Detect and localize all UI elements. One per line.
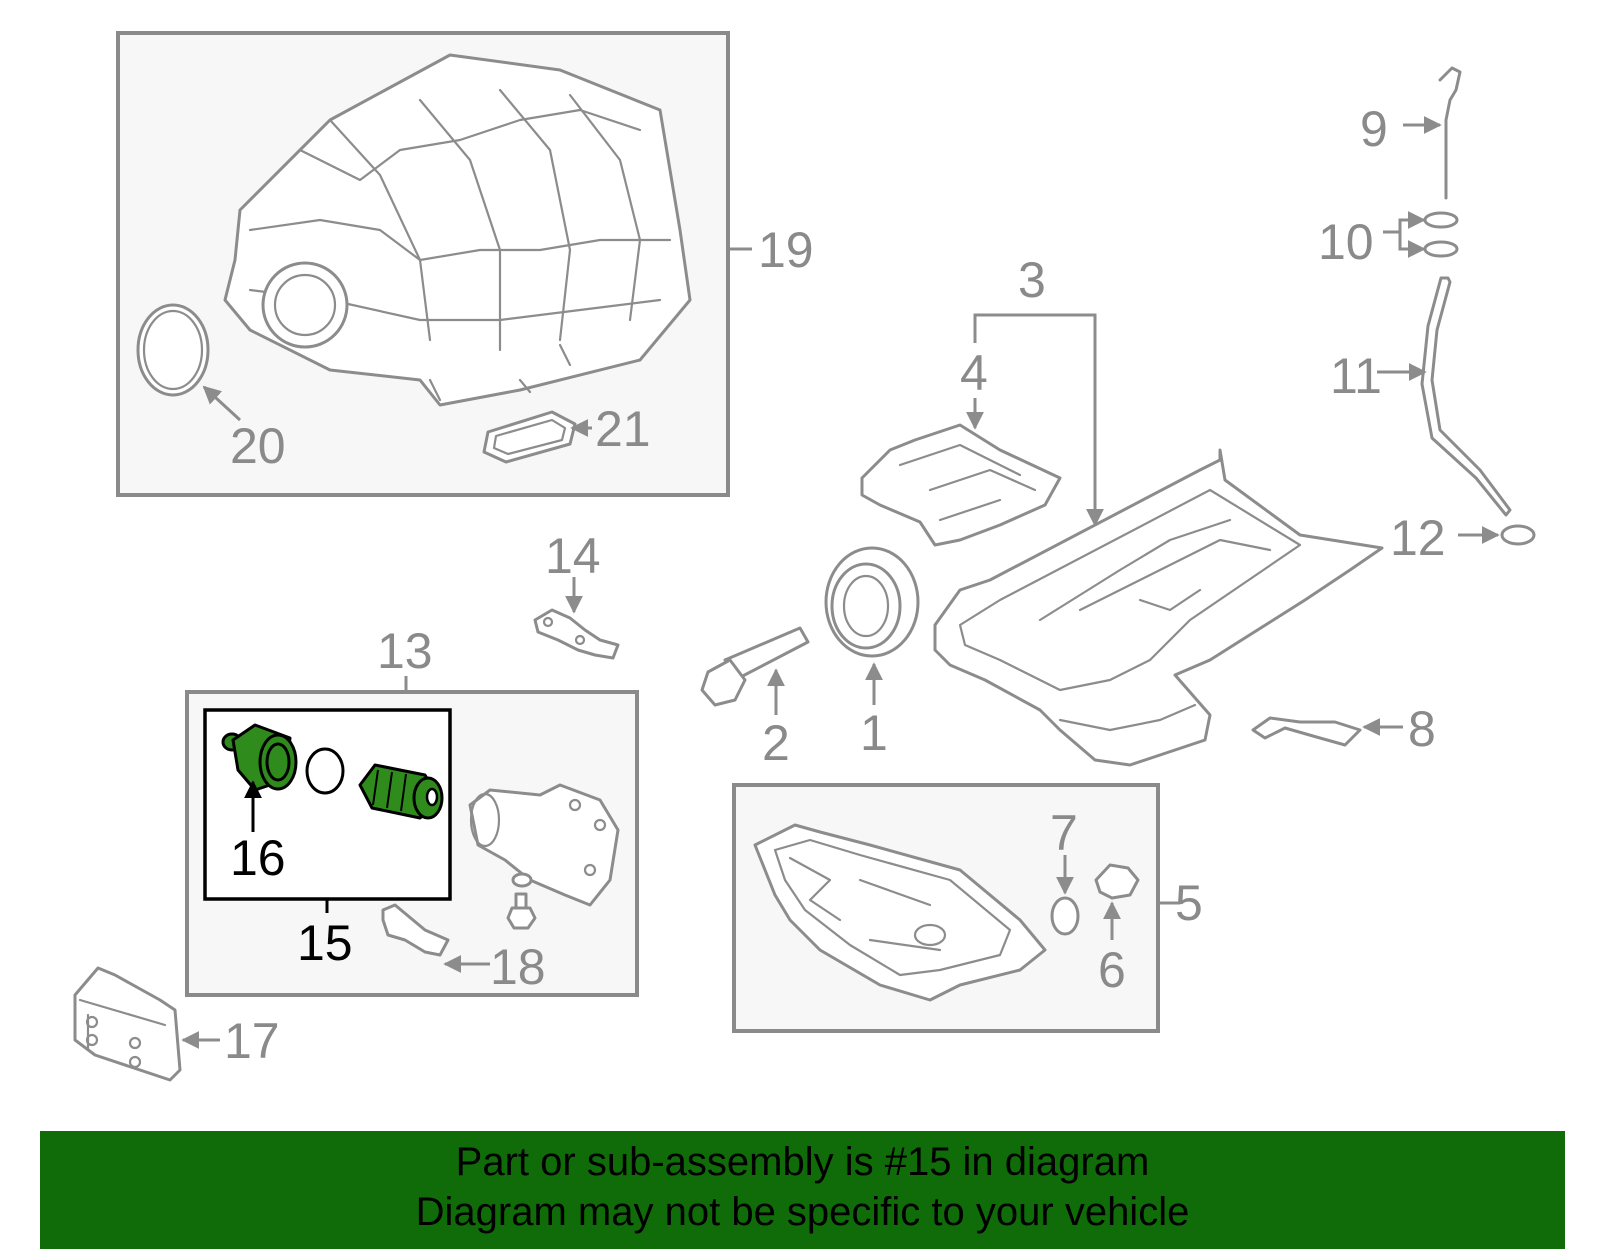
callout-18: 18 (490, 939, 546, 995)
dipstick-tube-seal (1500, 524, 1536, 546)
callout-7: 7 (1050, 805, 1078, 861)
oil-filter-housing-gasket (533, 608, 620, 660)
callout-9: 9 (1360, 101, 1388, 157)
oil-pan-baffle (860, 423, 1062, 547)
intake-port-gasket (482, 410, 577, 464)
callout-3: 3 (1018, 252, 1046, 308)
intake-manifold (223, 53, 692, 407)
callout-1: 1 (860, 705, 888, 761)
housing-o-ring (511, 872, 533, 888)
oil-filter-o-ring (305, 747, 345, 795)
dipstick-tube (1420, 276, 1512, 517)
oil-pan-bracket (1251, 716, 1362, 747)
callout-20: 20 (230, 418, 286, 474)
callout-21: 21 (595, 401, 651, 457)
callout-12: 12 (1390, 510, 1446, 566)
callout-8: 8 (1408, 701, 1436, 757)
callout-10: 10 (1318, 214, 1374, 270)
callout-19: 19 (758, 222, 814, 278)
callout-11: 11 (1330, 348, 1382, 404)
callout-16: 16 (230, 830, 286, 886)
oil-pan-upper (933, 448, 1384, 767)
callout-15: 15 (297, 915, 353, 971)
callout-6: 6 (1098, 942, 1126, 998)
oil-filter-cap (221, 723, 298, 792)
oil-cooler (73, 966, 182, 1082)
callout-2: 2 (762, 715, 790, 771)
oil-filter-element (358, 763, 444, 820)
callout-4: 4 (960, 345, 988, 401)
callout-5: 5 (1175, 875, 1203, 931)
lower-oil-pan (753, 823, 1047, 1002)
drain-plug-washer (1050, 896, 1080, 936)
oil-cooler-gasket (381, 903, 450, 957)
callout-14: 14 (545, 528, 601, 584)
banner-line-1: Part or sub-assembly is #15 in diagram (455, 1140, 1150, 1184)
throttle-body-gasket (136, 303, 210, 397)
oil-pan-bolt (700, 626, 810, 707)
oil-filter-housing (468, 783, 620, 907)
callout-13: 13 (377, 623, 433, 679)
info-banner: Part or sub-assembly is #15 in diagram D… (40, 1131, 1565, 1249)
housing-drain-plug (506, 892, 537, 930)
banner-line-2: Diagram may not be specific to your vehi… (415, 1190, 1190, 1234)
dipstick-o-ring-upper (1423, 211, 1459, 229)
dipstick-o-ring-lower (1423, 240, 1459, 258)
oil-dipstick (1438, 66, 1462, 200)
callout-17: 17 (224, 1013, 280, 1069)
oil-level-sensor (1094, 863, 1140, 900)
